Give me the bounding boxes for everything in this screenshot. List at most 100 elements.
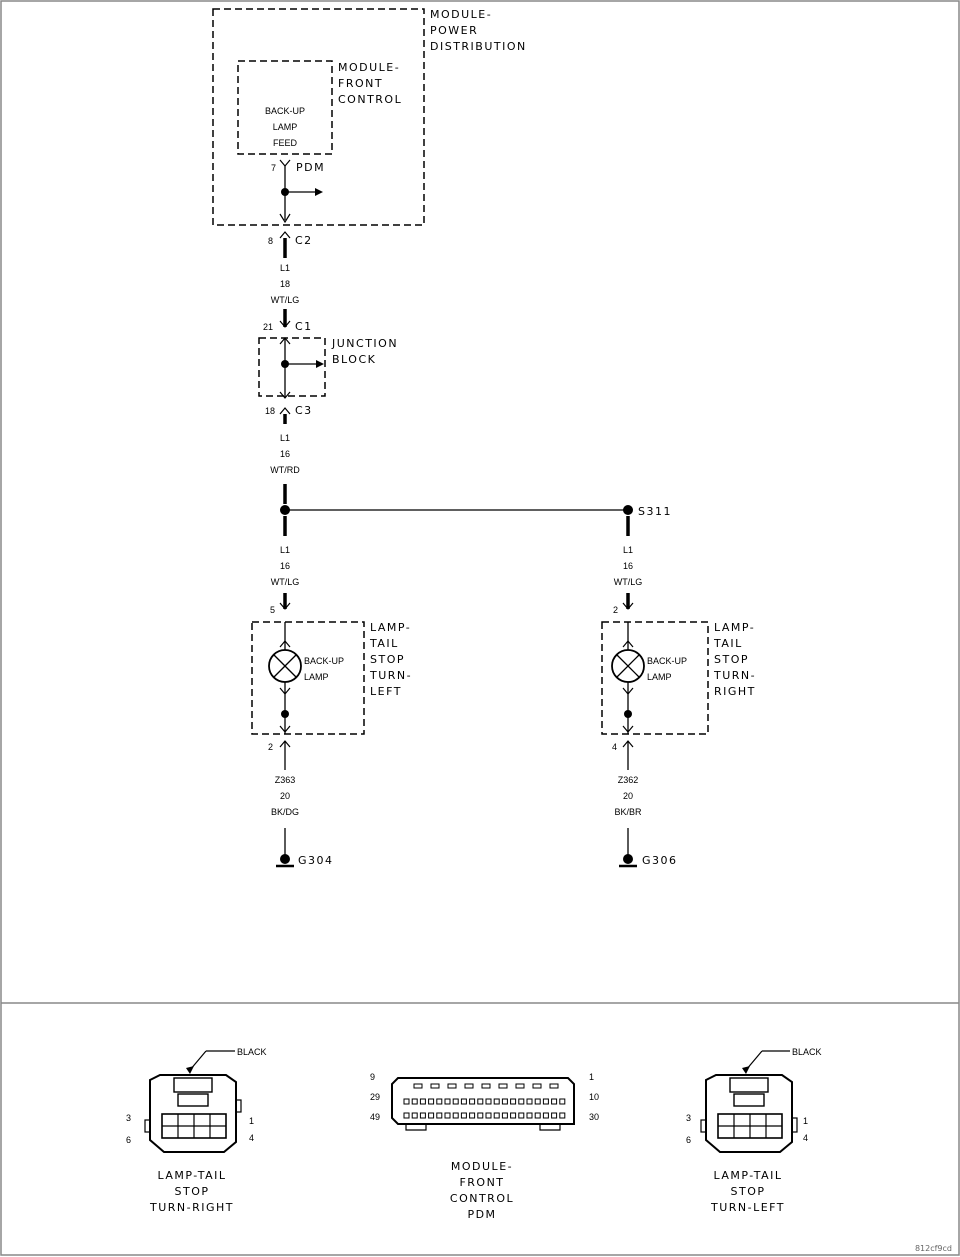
right-ground-wire-label: Z362 20 BK/BR xyxy=(614,775,642,817)
pdm-pin-cavity xyxy=(526,1112,533,1119)
pdm-pin-cavity xyxy=(460,1098,467,1105)
splice-s311: S311 xyxy=(280,505,672,518)
c2-name: C2 xyxy=(295,234,313,247)
pdm-title-line2: POWER xyxy=(430,24,478,37)
pdm-pin-cavity xyxy=(436,1098,443,1105)
left-ground-wire-label: Z363 20 BK/DG xyxy=(271,775,299,817)
pdm-caption-line1: MODULE- xyxy=(451,1160,513,1173)
connector-c2: 8 C2 xyxy=(268,231,313,258)
pdm-pin-cavity xyxy=(411,1098,418,1105)
pdm-pin-cavity xyxy=(501,1098,508,1105)
footer-id: 812cf9cd xyxy=(915,1244,952,1253)
pdm-pin-number: 7 xyxy=(271,163,276,173)
pdm-pin-cavity xyxy=(526,1098,533,1105)
view-right-caption-line1: LAMP-TAIL xyxy=(157,1169,226,1182)
right-ground-gauge: 20 xyxy=(623,791,633,801)
pdm-pin-cavity xyxy=(542,1112,549,1119)
seg1-circuit: L1 xyxy=(280,263,290,273)
pdm-connector-name: PDM xyxy=(296,161,325,174)
pdm-pin-10: 10 xyxy=(589,1092,599,1102)
pdm-pin-cavity xyxy=(403,1098,410,1105)
pdm-pin-cavity xyxy=(447,1083,457,1089)
view-right-pin-1: 1 xyxy=(249,1116,254,1126)
seg2-circuit: L1 xyxy=(280,433,290,443)
pdm-pin-cavity xyxy=(485,1112,492,1119)
right-lamp-title-line3: STOP xyxy=(714,653,749,666)
left-lamp-title-line3: STOP xyxy=(370,653,405,666)
right-feed-gauge: 16 xyxy=(623,561,633,571)
pdm-pin-cavity xyxy=(532,1083,542,1089)
pdm-pin-cavity xyxy=(419,1112,426,1119)
left-lamp-in-connector xyxy=(279,602,291,610)
right-ground-color: BK/BR xyxy=(614,807,642,817)
splice-name: S311 xyxy=(638,505,672,518)
view-right-pin-4: 4 xyxy=(249,1133,254,1143)
c1-pin-number: 21 xyxy=(263,322,273,332)
wire-seg1-label: L1 18 WT/LG xyxy=(271,263,300,305)
pdm-pin-cavity xyxy=(559,1112,566,1119)
pdm-pin-cavity xyxy=(493,1098,500,1105)
pdm-pin-grid xyxy=(403,1083,566,1119)
pdm-pin-cavity xyxy=(452,1098,459,1105)
seg1-gauge: 18 xyxy=(280,279,290,289)
view-right-pin-3: 3 xyxy=(126,1113,131,1123)
view-right-color: BLACK xyxy=(237,1047,267,1057)
pdm-pin-cavity xyxy=(534,1112,541,1119)
pdm-pin-cavity xyxy=(518,1112,525,1119)
pdm-pin-29: 29 xyxy=(370,1092,380,1102)
pdm-pin-cavity xyxy=(518,1098,525,1105)
right-lamp-title-line4: TURN- xyxy=(713,669,756,682)
pdm-pin-cavity xyxy=(498,1083,508,1089)
view-left-caption-line1: LAMP-TAIL xyxy=(713,1169,782,1182)
left-lamp-in-pin: 5 xyxy=(270,605,275,615)
right-bulb-label-line2: LAMP xyxy=(647,672,672,682)
view-left-color: BLACK xyxy=(792,1047,822,1057)
ground-g306: G306 xyxy=(619,854,678,868)
pdm-pin-cavity xyxy=(534,1098,541,1105)
pdm-pin-cavity xyxy=(403,1112,410,1119)
pdm-pin-cavity xyxy=(444,1112,451,1119)
pdm-pin-cavity xyxy=(444,1098,451,1105)
pdm-pin-cavity xyxy=(515,1083,525,1089)
view-left-pin-1: 1 xyxy=(803,1116,808,1126)
view-right-caption-line2: STOP xyxy=(175,1185,210,1198)
ground-g304: G304 xyxy=(276,854,334,868)
seg2-gauge: 16 xyxy=(280,449,290,459)
c1-name: C1 xyxy=(295,320,313,333)
view-right-caption-line3: TURN-RIGHT xyxy=(149,1201,234,1214)
pdm-pin-cavity xyxy=(493,1112,500,1119)
pdm-pin-cavity xyxy=(428,1098,435,1105)
feed-label-line1: BACK-UP xyxy=(265,106,305,116)
pdm-pin-cavity xyxy=(477,1098,484,1105)
right-lamp-in-connector xyxy=(622,602,634,610)
wire-left-feed-label: L1 16 WT/LG xyxy=(271,545,300,587)
junction-title-line2: BLOCK xyxy=(332,353,376,366)
right-lamp-out-pin: 4 xyxy=(612,742,617,752)
connector-view-turn-right: BLACK 3 6 1 4 LAMP-TAIL STOP TURN-RIGHT xyxy=(126,1047,267,1214)
right-ground-circuit: Z362 xyxy=(618,775,639,785)
left-lamp-title-line4: TURN- xyxy=(369,669,412,682)
pdm-pin-1: 1 xyxy=(589,1072,594,1082)
right-feed-color: WT/LG xyxy=(614,577,643,587)
connector-view-pdm: 9 29 49 1 10 30 MODULE- FRONT CONTROL PD… xyxy=(370,1072,599,1221)
left-lamp-title-line1: LAMP- xyxy=(370,621,411,634)
junction-title-line1: JUNCTION xyxy=(331,337,398,350)
feed-label-line3: FEED xyxy=(273,138,298,148)
right-lamp-in-pin: 2 xyxy=(613,605,618,615)
right-ground-name: G306 xyxy=(642,854,678,867)
view-left-pin-3: 3 xyxy=(686,1113,691,1123)
left-ground-name: G304 xyxy=(298,854,334,867)
fcm-title-line3: CONTROL xyxy=(338,93,402,106)
left-feed-color: WT/LG xyxy=(271,577,300,587)
pdm-pin-cavity xyxy=(436,1112,443,1119)
left-ground-circuit: Z363 xyxy=(275,775,296,785)
fcm-title-line1: MODULE- xyxy=(338,61,400,74)
left-feed-gauge: 16 xyxy=(280,561,290,571)
pdm-pin-cavity xyxy=(485,1098,492,1105)
left-bulb-label-line1: BACK-UP xyxy=(304,656,344,666)
c3-name: C3 xyxy=(295,404,313,417)
fcm-title-line2: FRONT xyxy=(338,77,383,90)
wire-right-feed-label: L1 16 WT/LG xyxy=(614,545,643,587)
c2-pin-number: 8 xyxy=(268,236,273,246)
